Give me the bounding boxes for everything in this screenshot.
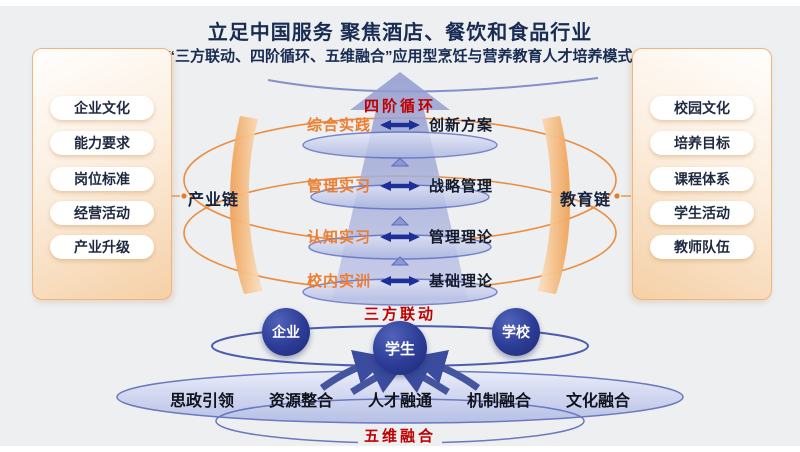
up-triangle-icon — [390, 216, 410, 226]
five-dim-resources: 资源整合 — [268, 391, 333, 410]
education-item-campus-culture: 校园文化 — [650, 96, 754, 120]
cycle-row-2: 管理实习 战略管理 — [307, 175, 493, 196]
education-item-curriculum-system: 课程体系 — [650, 167, 754, 191]
five-dimensions-row: 思政引领 资源整合 人才融通 机制融合 文化融合 — [170, 387, 630, 411]
industry-item-ability-requirements: 能力要求 — [50, 131, 154, 155]
double-arrow-icon — [380, 231, 420, 242]
up-triangle-icon — [390, 256, 410, 266]
cycle-practice-label: 管理实习 — [306, 178, 371, 195]
five-dim-mechanism: 机制融合 — [466, 391, 531, 410]
industry-panel: 企业文化 能力要求 岗位标准 经营活动 产业升级 — [32, 48, 172, 300]
education-panel: 校园文化 培养目标 课程体系 学生活动 教师队伍 — [632, 48, 772, 300]
page-subtitle: “三方联动、四阶循环、五维融合”应用型烹饪与营养教育人才培养模式 — [167, 48, 633, 65]
cycle-practice-label: 校内实训 — [306, 273, 371, 290]
cycle-theory-label: 战略管理 — [429, 178, 494, 195]
five-dim-integration-title: 五维融合 — [363, 428, 436, 445]
education-item-training-goals: 培养目标 — [650, 131, 754, 155]
industry-item-business-activities: 经营活动 — [50, 201, 154, 225]
cycle-practice-label: 认知实习 — [306, 229, 371, 246]
education-item-student-activities: 学生活动 — [650, 201, 754, 225]
orange-ribbon-left — [229, 116, 263, 294]
top-arc — [267, 77, 599, 93]
four-stage-cycle-title: 四阶循环 — [363, 98, 436, 115]
cycle-row-1: 综合实践 创新方案 — [307, 114, 493, 135]
cycle-practice-label: 综合实践 — [306, 117, 371, 134]
industry-item-corporate-culture: 企业文化 — [50, 96, 154, 120]
student-circle: 学生 — [373, 321, 427, 375]
three-party-linkage-title: 三方联动 — [363, 306, 436, 323]
cycle-theory-label: 基础理论 — [429, 273, 494, 290]
enterprise-circle: 企业 — [262, 308, 310, 356]
industry-item-post-standards: 岗位标准 — [50, 167, 154, 191]
cycle-theory-label: 管理理论 — [429, 229, 494, 246]
industry-item-industry-upgrade: 产业升级 — [50, 235, 154, 259]
five-dim-culture: 文化融合 — [565, 391, 630, 410]
stage-disc-1 — [302, 131, 498, 159]
cycle-theory-label: 创新方案 — [429, 117, 494, 134]
bottom-arc-gap — [358, 430, 442, 447]
top-margin — [0, 0, 800, 6]
school-circle: 学校 — [492, 308, 540, 356]
page-title: 立足中国服务 聚焦酒店、餐饮和食品行业 — [207, 22, 593, 44]
orange-ribbon-right — [537, 116, 571, 294]
connector-dot-right — [614, 193, 620, 199]
double-arrow-icon — [380, 275, 420, 286]
cycle-row-4: 校内实训 基础理论 — [307, 270, 493, 291]
five-dim-ideological: 思政引领 — [170, 391, 235, 410]
education-chain-label: 教育链 — [560, 192, 612, 209]
connector-dot-left — [181, 193, 187, 199]
double-arrow-icon — [380, 119, 420, 130]
industry-chain-label: 产业链 — [188, 192, 240, 209]
double-arrow-icon — [380, 180, 420, 191]
bottom-margin — [0, 446, 800, 452]
five-dim-talent: 人才融通 — [367, 391, 432, 410]
up-triangle-icon — [390, 157, 410, 167]
cycle-row-3: 认知实习 管理理论 — [307, 226, 493, 247]
education-item-teacher-team: 教师队伍 — [650, 235, 754, 259]
